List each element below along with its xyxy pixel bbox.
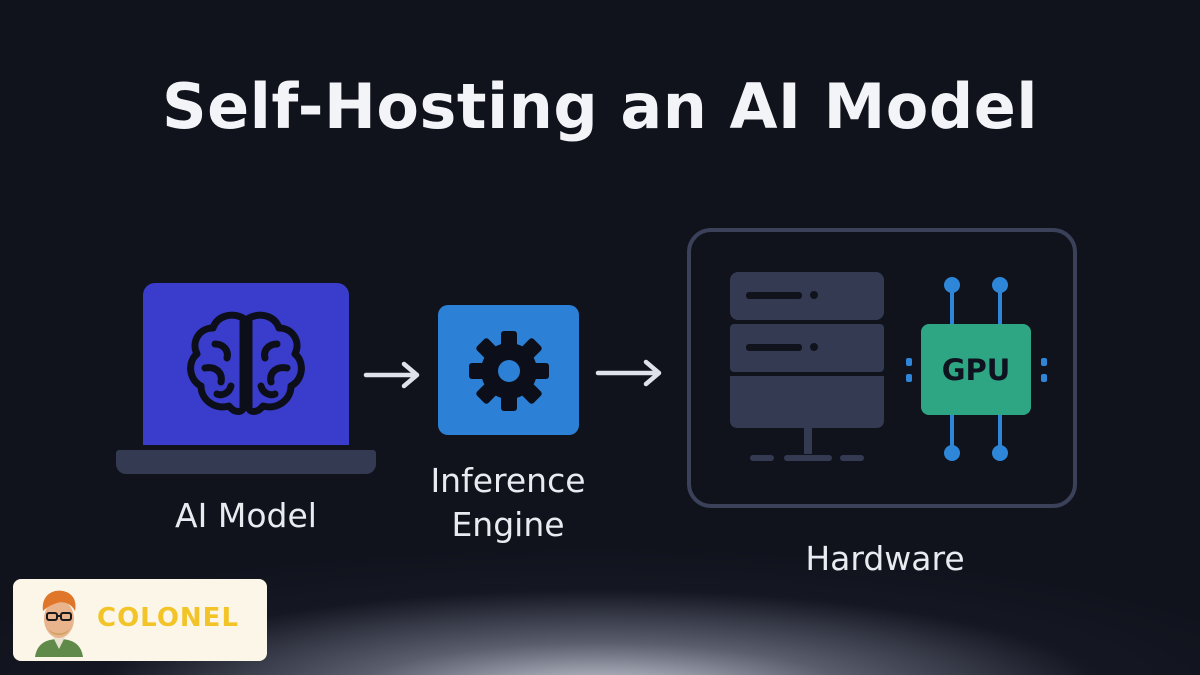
ai-model-label: AI Model bbox=[175, 496, 317, 535]
colonel-avatar-icon bbox=[35, 590, 83, 657]
arrow-right-icon bbox=[363, 361, 420, 389]
engine-label-line1: Inference bbox=[430, 461, 586, 500]
gear-icon bbox=[469, 331, 549, 411]
server-rack-icon bbox=[730, 272, 884, 461]
engine-label-line2: Engine bbox=[451, 505, 565, 544]
gpu-text: GPU bbox=[941, 352, 1011, 387]
hardware-label: Hardware bbox=[805, 539, 965, 578]
logo-card: COLONEL bbox=[13, 579, 267, 661]
gpu-pins bbox=[906, 277, 1047, 461]
arrow-right-icon bbox=[595, 359, 662, 387]
logo-text: COLONEL bbox=[97, 603, 240, 633]
brain-icon bbox=[187, 311, 305, 415]
page-title: Self-Hosting an AI Model bbox=[161, 70, 1039, 143]
hardware-frame bbox=[687, 228, 1077, 508]
gpu-chip-icon: GPU bbox=[921, 324, 1031, 415]
laptop-base bbox=[116, 450, 376, 474]
